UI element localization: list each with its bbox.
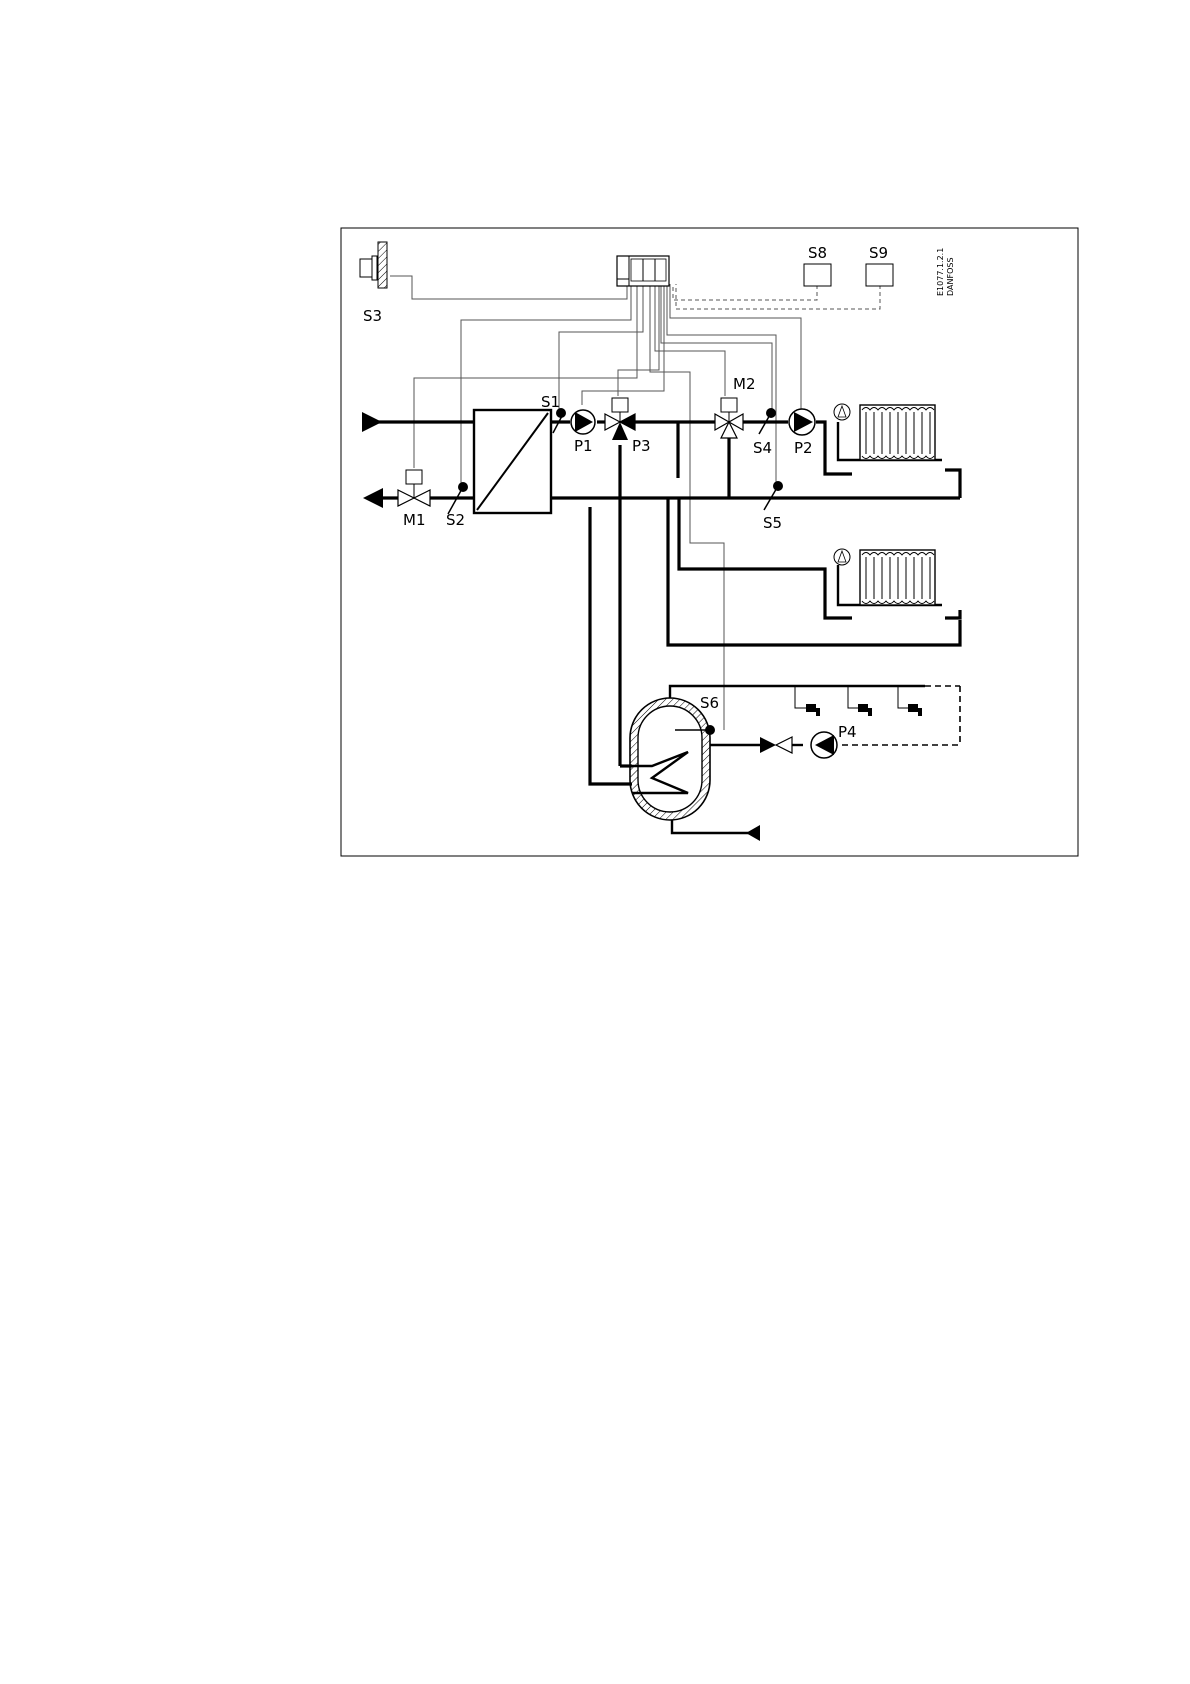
pump-p1 bbox=[571, 410, 595, 434]
pump-p4 bbox=[811, 732, 837, 758]
s9-label: S9 bbox=[869, 244, 888, 262]
s6-label: S6 bbox=[700, 694, 719, 712]
p3-label: P3 bbox=[632, 437, 651, 455]
radiator-lower bbox=[834, 549, 942, 605]
valve-p3 bbox=[605, 398, 635, 440]
sensor-s5 bbox=[764, 481, 783, 510]
heat-exchanger bbox=[474, 410, 551, 513]
dhw-tank bbox=[630, 686, 925, 841]
m1-label: M1 bbox=[403, 511, 426, 529]
brand-label: DANFOSS bbox=[946, 257, 955, 296]
sensor-s6 bbox=[705, 725, 715, 735]
primary-circuit bbox=[362, 412, 474, 508]
p1-label: P1 bbox=[574, 437, 593, 455]
s1-label: S1 bbox=[541, 393, 560, 411]
drawing-code: E1077.1.2.1 bbox=[936, 248, 945, 296]
s2-label: S2 bbox=[446, 511, 465, 529]
tap-fixtures bbox=[795, 686, 922, 716]
s3-label: S3 bbox=[363, 307, 382, 325]
outdoor-sensor-s3 bbox=[360, 242, 387, 288]
p2-label: P2 bbox=[794, 439, 813, 457]
pump-p2 bbox=[789, 409, 815, 435]
s4-label: S4 bbox=[753, 439, 772, 457]
controller-unit bbox=[617, 256, 669, 286]
s5-label: S5 bbox=[763, 514, 782, 532]
p4-label: P4 bbox=[838, 723, 857, 741]
control-wires bbox=[390, 276, 880, 730]
radiator-upper bbox=[834, 404, 942, 460]
s8-label: S8 bbox=[808, 244, 827, 262]
m2-label: M2 bbox=[733, 375, 756, 393]
s9-box bbox=[866, 264, 893, 286]
s8-box bbox=[804, 264, 831, 286]
valve-m2 bbox=[715, 398, 743, 438]
valve-m1 bbox=[398, 470, 430, 506]
